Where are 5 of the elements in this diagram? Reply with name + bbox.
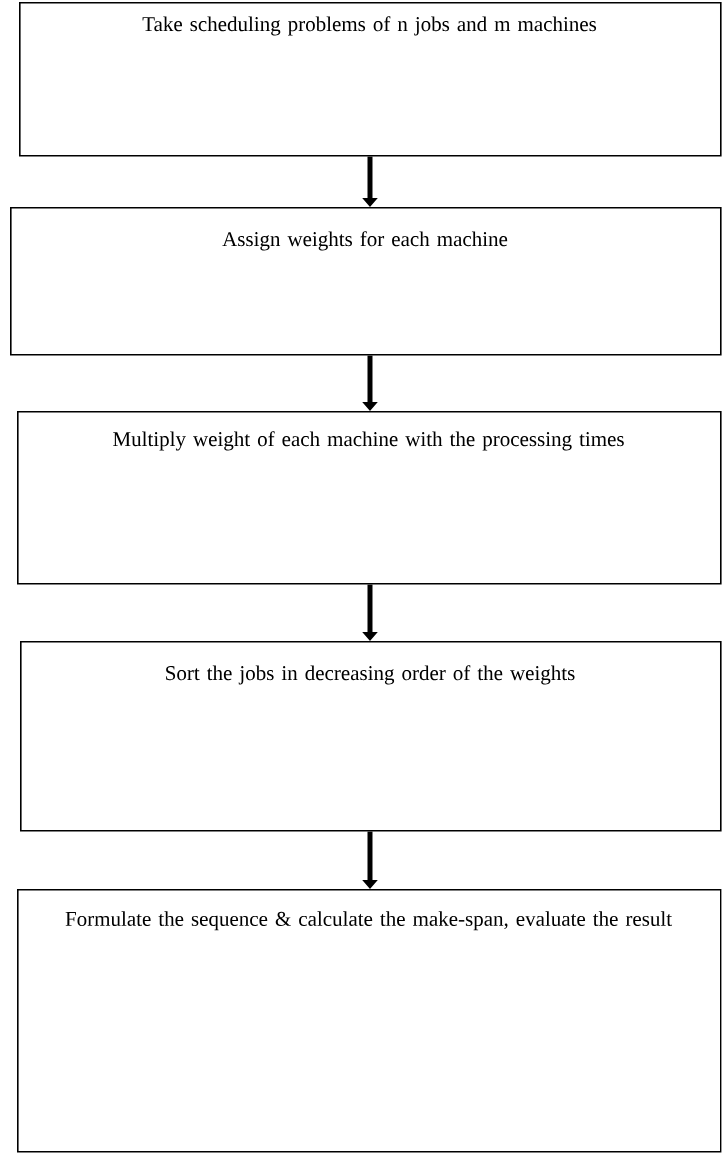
process-box: Sort the jobs in decreasing order of the weights [20, 641, 722, 832]
process-box: Multiply weight of each machine with the processing times [17, 411, 722, 585]
process-box: Take scheduling problems of n jobs and m machines [19, 2, 722, 157]
process-box: Formulate the sequence & calculate the make-span, evaluate the result [17, 889, 722, 1153]
process-box: Assign weights for each machine [10, 207, 722, 356]
